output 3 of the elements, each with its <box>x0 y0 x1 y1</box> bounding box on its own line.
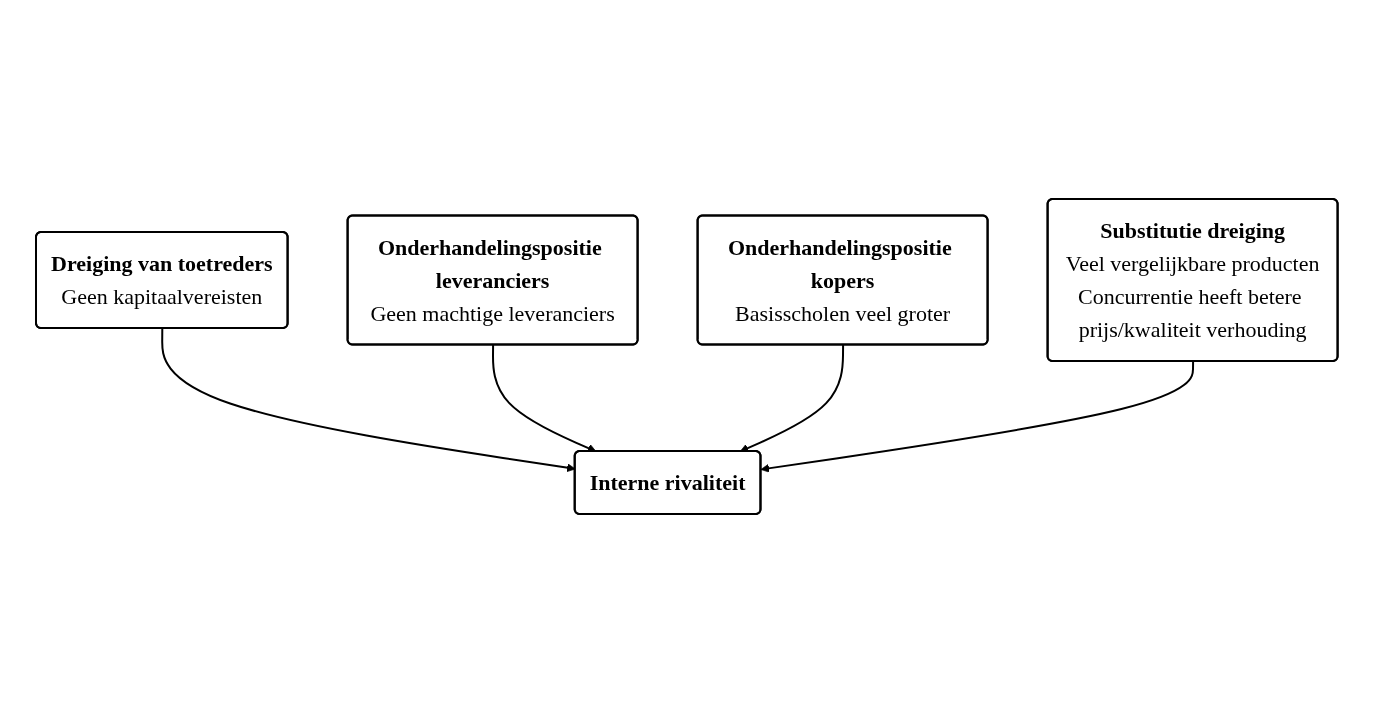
arrow <box>760 360 1194 473</box>
arrow <box>739 344 844 453</box>
arrow <box>491 344 597 453</box>
